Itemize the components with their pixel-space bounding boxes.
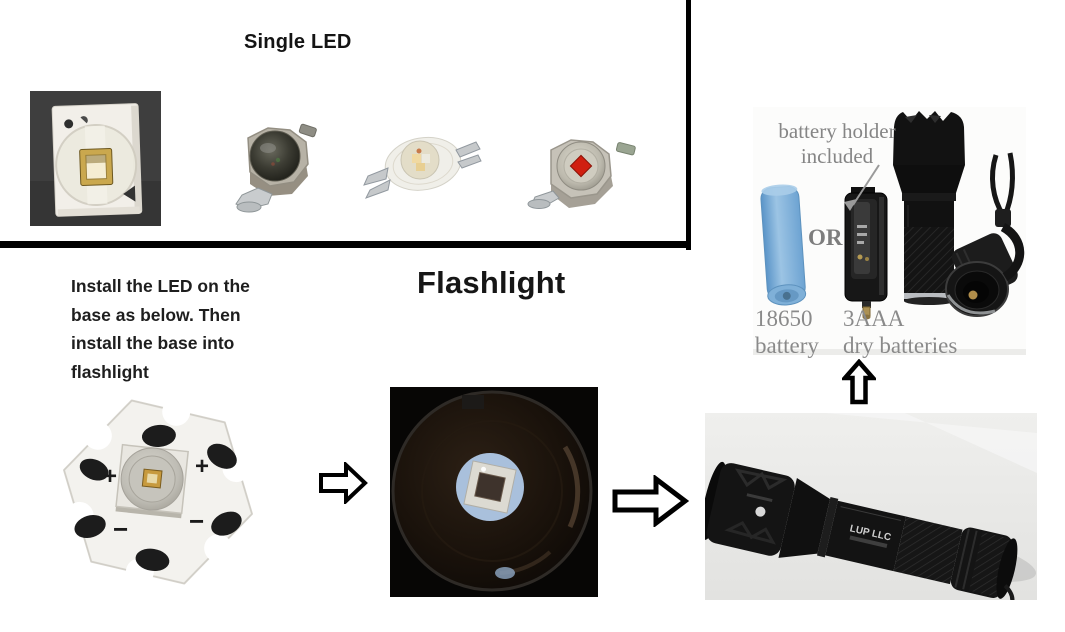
- led-leads: [363, 141, 482, 199]
- horizontal-divider: [0, 241, 689, 248]
- assembled-flashlight-photo: LUP LLC: [705, 413, 1037, 600]
- instruction-line-1: Install the LED on the: [71, 276, 250, 296]
- battery-18650: [760, 184, 807, 306]
- lanyard: [1000, 223, 1025, 281]
- battery-3aaa-line1: 3AAA: [843, 306, 905, 331]
- kit-flashlight: [893, 111, 965, 305]
- battery-3aaa-label: 3AAA dry batteries: [843, 305, 957, 359]
- battery-18650-label: 18650 battery: [755, 305, 819, 359]
- battery-holder-annotation: battery holder included: [757, 119, 917, 169]
- kit-tailcap: [945, 152, 1025, 317]
- pointer-arrow-icon: [844, 164, 880, 211]
- lanyard: [988, 584, 1015, 600]
- arrow-right-icon: [612, 475, 689, 527]
- led-lead: [527, 190, 560, 209]
- vertical-divider: [686, 0, 691, 250]
- arrow-up-icon: [842, 359, 876, 405]
- mode-dot: [755, 506, 766, 517]
- instruction-line-2: base as below. Then: [71, 304, 241, 325]
- led-lead: [235, 187, 273, 213]
- red-led-photo: [527, 139, 636, 209]
- red-led-chip: [569, 154, 593, 178]
- flashlight-head-interior-photo: [390, 387, 598, 597]
- instruction-line-4: flashlight: [71, 361, 149, 382]
- arrow-right-icon: [319, 462, 368, 504]
- or-label: OR: [808, 225, 843, 250]
- battery-kit-graphics: [753, 107, 1026, 355]
- four-lead-led-photo: [363, 136, 482, 199]
- ceramic-led-body: [51, 103, 143, 217]
- battery-kit-photo: battery holder included OR 18650 battery…: [753, 107, 1026, 358]
- installed-led: [463, 460, 517, 514]
- plus-mark-left: +: [103, 463, 117, 490]
- smd-led-photo: [30, 91, 161, 226]
- instruction-line-3: install the base into: [71, 333, 235, 353]
- flashlight-title: Flashlight: [417, 265, 566, 300]
- battery-holder: [844, 187, 888, 320]
- annotation-line-1: battery holder: [778, 119, 896, 143]
- assembly-instructions: Install the LED on the base as below. Th…: [71, 272, 250, 386]
- battery-18650-line1: 18650: [755, 306, 813, 331]
- minus-mark-left: −: [113, 514, 128, 544]
- battery-18650-line2: battery: [755, 333, 819, 358]
- plus-mark-right: +: [195, 453, 209, 480]
- minus-mark-right: −: [189, 506, 204, 536]
- battery-3aaa-line2: dry batteries: [843, 333, 958, 358]
- annotation-line-2: included: [800, 144, 874, 168]
- star-led-package: [115, 443, 189, 519]
- flashlight-body: LUP LLC: [705, 461, 1018, 600]
- led-star-base-photo: + + − −: [63, 397, 253, 587]
- single-led-title: Single LED: [244, 31, 352, 53]
- dome-led-photo: [235, 123, 317, 213]
